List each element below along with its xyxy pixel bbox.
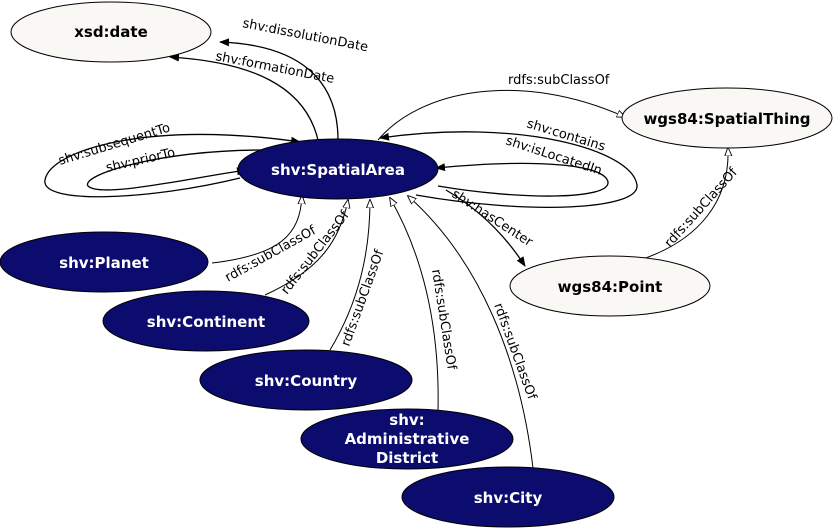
node-label-country: shv:Country [255, 372, 358, 390]
node-spatial-area[interactable]: shv:SpatialArea [237, 138, 439, 200]
node-administrative-district[interactable]: shv: Administrative District [300, 408, 514, 470]
edge-dissolution-date [219, 38, 339, 141]
edge-label-continent-subclass: rdfs:subClassOf [278, 208, 352, 297]
node-point[interactable]: wgs84:Point [509, 255, 711, 317]
node-continent[interactable]: shv:Continent [102, 290, 310, 352]
edge-subsequent-to [44, 133, 301, 198]
edge-prior-to [86, 149, 263, 191]
node-label-city: shv:City [474, 489, 543, 507]
node-planet[interactable]: shv:Planet [0, 231, 209, 293]
edge-admin-district-subclass [390, 198, 439, 411]
node-label-admin-district-line-3: District [376, 449, 438, 467]
edge-planet-subclass [211, 196, 302, 264]
node-label-xsd-date: xsd:date [74, 23, 148, 41]
edge-continent-subclass [264, 200, 348, 296]
node-xsd-date[interactable]: xsd:date [10, 1, 212, 63]
edge-country-subclass [329, 200, 370, 351]
edge-label-has-center: shv:hasCenter [449, 187, 536, 251]
edge-formation-date [169, 53, 319, 141]
edge-label-country-subclass: rdfs:subClassOf [339, 248, 388, 349]
node-label-point: wgs84:Point [558, 278, 663, 296]
edge-point-subclass [639, 148, 728, 261]
edge-label-point-subclass: rdfs:subClassOf [662, 165, 741, 251]
node-label-spatial-thing: wgs84:SpatialThing [643, 110, 810, 128]
edge-has-center [445, 189, 526, 267]
edge-contains [379, 131, 638, 208]
node-city[interactable]: shv:City [401, 466, 615, 528]
edge-city-subclass [408, 196, 534, 469]
node-label-admin-district-line-1: shv: [389, 411, 424, 429]
edge-label-spatial-area-subclass: rdfs:subClassOf [508, 73, 610, 88]
edge-is-located-in [435, 162, 609, 197]
node-country[interactable]: shv:Country [199, 349, 413, 411]
edge-spatial-area-subclass [377, 89, 625, 141]
node-label-spatial-area: shv:SpatialArea [271, 161, 405, 179]
edge-label-formation-date: shv:formationDate [214, 49, 335, 87]
edge-label-city-subclass: rdfs:subClassOf [490, 301, 539, 402]
node-spatial-thing[interactable]: wgs84:SpatialThing [621, 87, 833, 149]
node-label-admin-district-line-2: Administrative [345, 430, 470, 448]
node-label-continent: shv:Continent [147, 313, 265, 331]
edge-label-dissolution-date: shv:dissolutionDate [241, 16, 369, 55]
node-label-planet: shv:Planet [59, 254, 149, 272]
